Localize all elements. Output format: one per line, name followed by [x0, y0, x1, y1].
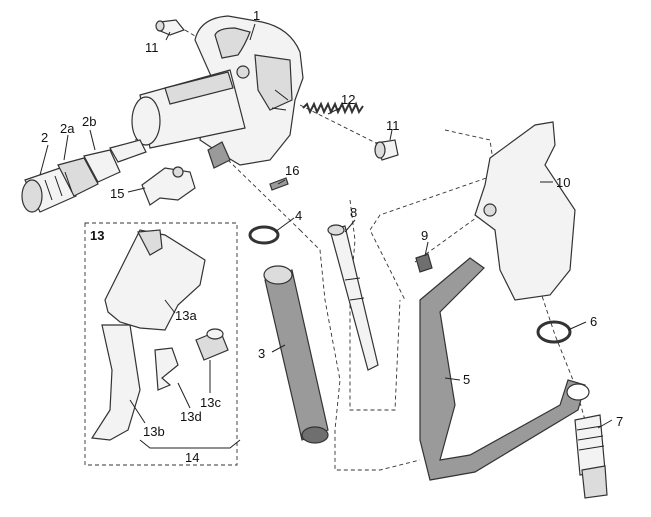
gun-body-part-1 — [131, 15, 304, 169]
callout-4: 4 — [295, 208, 302, 223]
callout-7: 7 — [616, 414, 623, 429]
callout-12: 12 — [341, 92, 355, 107]
callout-6: 6 — [590, 314, 597, 329]
callout-10: 10 — [556, 175, 570, 190]
callout-1: 1 — [253, 8, 260, 23]
callout-2b: 2b — [82, 114, 96, 129]
callout-13d: 13d — [180, 409, 202, 424]
callout-14: 14 — [185, 450, 199, 465]
callout-11-lower: 11 — [386, 118, 400, 133]
nozzle-assembly-part-2 — [21, 139, 147, 213]
callout-2: 2 — [41, 130, 48, 145]
filter-rod-part-8 — [327, 224, 379, 371]
pin-part-11-upper — [155, 19, 185, 36]
callout-13b: 13b — [143, 424, 165, 439]
callout-5: 5 — [463, 372, 470, 387]
block-part-9 — [415, 253, 433, 273]
o-ring-part-4 — [248, 225, 280, 245]
callout-8: 8 — [350, 205, 357, 220]
callout-13: 13 — [90, 228, 104, 243]
fitting-part-7 — [574, 414, 608, 499]
callout-15: 15 — [110, 186, 124, 201]
filter-tube-part-3 — [263, 265, 329, 444]
pin-part-11-lower — [374, 139, 399, 161]
callout-labels: 1 2 2a 2b 3 4 5 6 7 8 9 10 11 11 12 13 1… — [41, 8, 623, 465]
leader-lines — [39, 23, 613, 429]
callout-11-upper: 11 — [145, 40, 159, 55]
spring-part-12 — [302, 101, 364, 115]
callout-16: 16 — [285, 163, 299, 178]
trigger-assembly-box — [84, 222, 241, 466]
callout-2a: 2a — [60, 121, 75, 136]
handle-part-10 — [474, 121, 576, 301]
callout-13c: 13c — [200, 395, 221, 410]
o-ring-part-6 — [536, 320, 572, 344]
callout-9: 9 — [421, 228, 428, 243]
callout-3: 3 — [258, 346, 265, 361]
bail-part-5 — [419, 257, 590, 481]
clip-part-15 — [141, 166, 196, 206]
callout-13a: 13a — [175, 308, 197, 323]
